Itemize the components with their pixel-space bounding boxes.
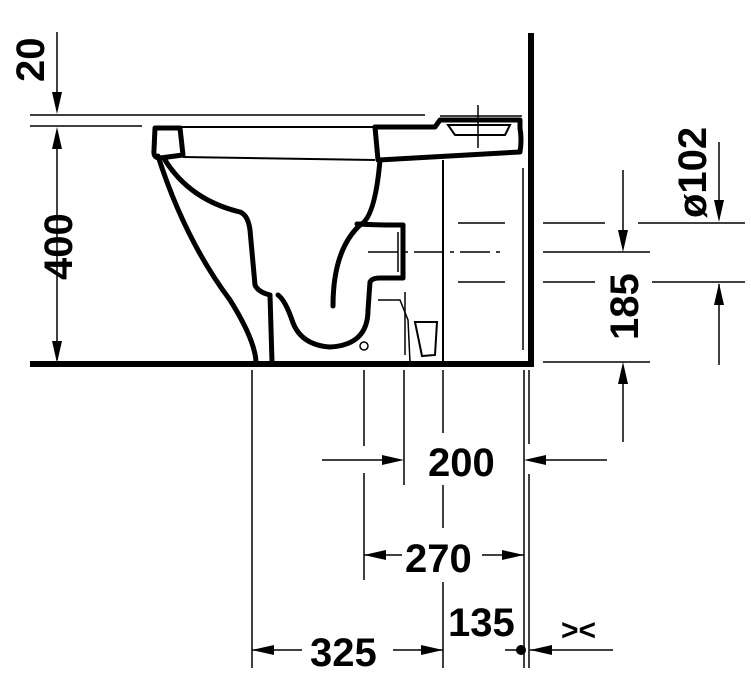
dim-20-label: 20 [9,38,53,83]
arrow-down-icon [52,92,62,114]
arrow-down-icon [52,341,62,363]
dim-185-label: 185 [603,273,647,340]
wall-gap-symbol: >< [561,614,596,647]
arrow-up-icon [52,127,62,149]
reference-point-dot [516,645,526,655]
arrow-left-icon [364,550,386,560]
dim-400-label: 400 [37,213,81,280]
arrow-down-icon [714,200,724,222]
arrow-up-icon [618,362,628,384]
arrow-left-icon [252,645,274,655]
arrow-down-icon [618,230,628,252]
dim-325-label: 325 [310,631,377,675]
arrow-left-icon [530,645,552,655]
dim-200-label: 200 [428,441,495,485]
dim-135-label: 135 [448,601,515,645]
dim-270-label: 270 [405,537,472,581]
dim-102-label: ø102 [671,127,715,218]
arrow-right-icon [502,550,524,560]
arrow-up-icon [714,283,724,305]
arrow-left-icon [524,455,546,465]
arrow-right-icon [382,455,404,465]
arrow-right-icon [421,645,443,655]
toilet-outline [151,105,524,365]
